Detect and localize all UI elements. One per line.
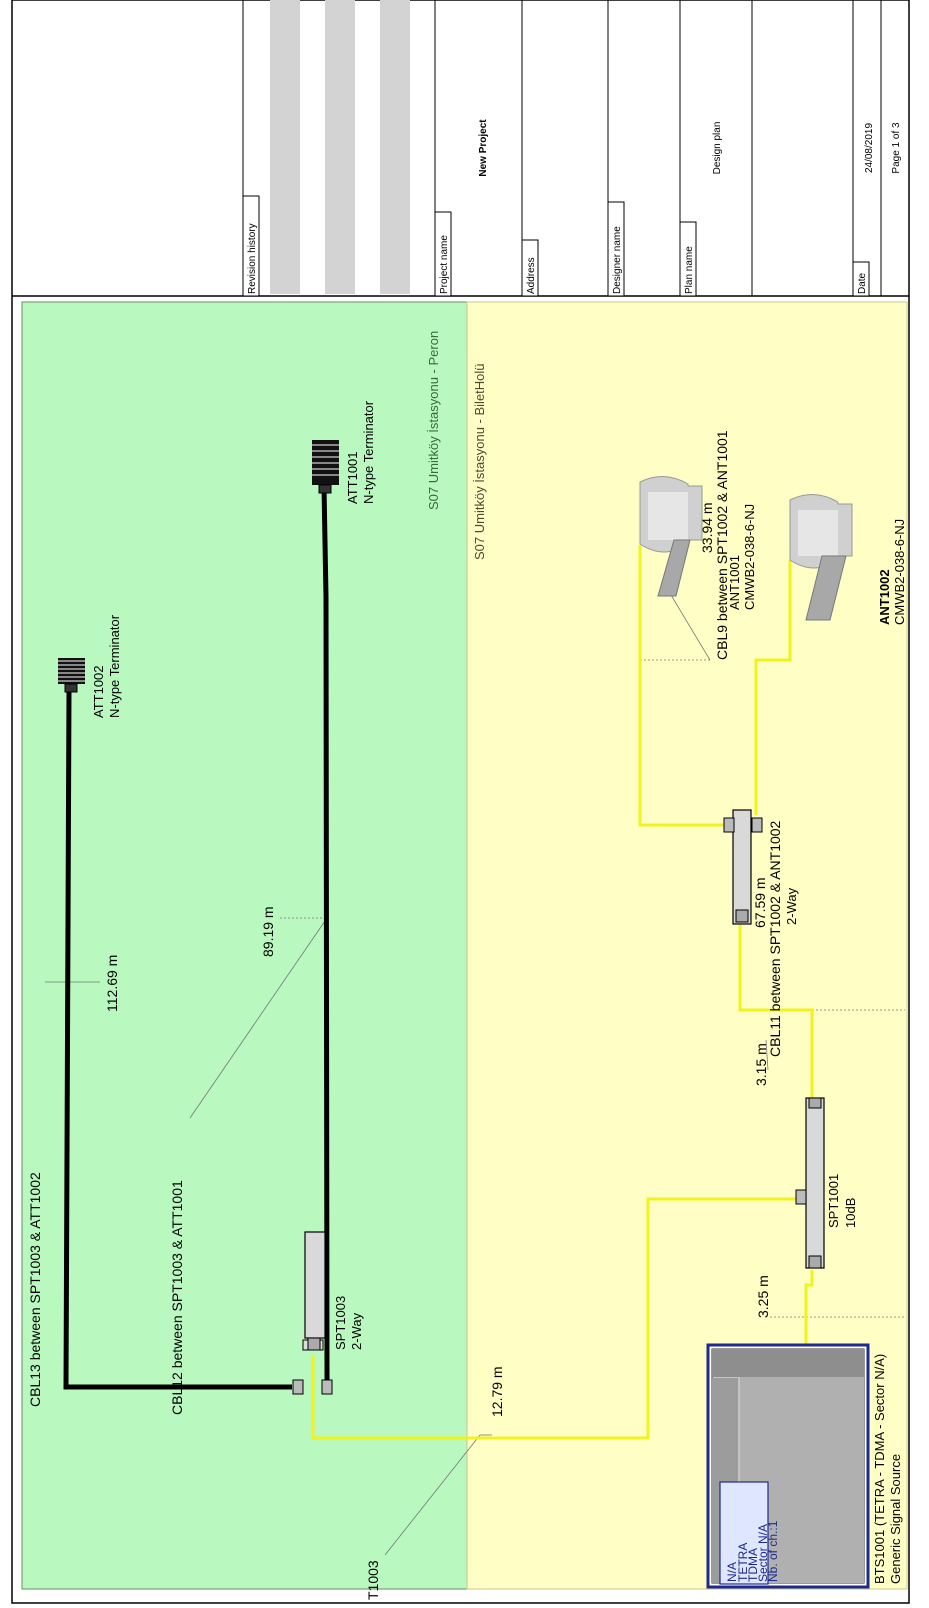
yellow-cables	[311, 545, 814, 1440]
address-label: Address	[526, 257, 537, 294]
cbl11-label: CBL11 between SPT1002 & ANT1002	[767, 820, 783, 1057]
black-cables	[63, 486, 330, 1390]
revision-history-label: Revision history	[247, 223, 258, 294]
cbl12-label: CBL12 between SPT1003 & ATT1001	[169, 1180, 185, 1415]
cbl12-length: 89.19 m	[260, 906, 276, 957]
att1002-type: N-type Terminator	[107, 614, 122, 718]
ant1001-model: CMWB2-038-6-NJ	[742, 504, 757, 610]
att1002-id: ATT1002	[91, 665, 106, 718]
date-value: 24/08/2019	[864, 123, 875, 173]
zone-bilet-label: S07 Umitköy İstasyonu - BiletHolü	[472, 363, 487, 560]
ant1001-antenna-icon	[639, 476, 703, 597]
bts-line-3: TDMA	[746, 1548, 760, 1582]
cbl11-length: 67.59 m	[752, 877, 768, 928]
ant1002-model: CMWB2-038-6-NJ	[892, 519, 907, 625]
spt1002-type: 2-Way	[784, 887, 799, 925]
project-name-value: New Project	[478, 119, 489, 177]
revision-history-stripes	[270, 0, 410, 294]
designer-name-label: Designer name	[612, 226, 623, 294]
bts-line-4: Sector N/A	[756, 1524, 770, 1582]
bts1001-subtitle: Generic Signal Source	[888, 1454, 903, 1584]
bts1001-title: BTS1001 (TETRA - TDMA - Sector N/A)	[872, 1354, 887, 1584]
att1002-terminator-icon	[58, 658, 85, 693]
cable-length-12-79: 12.79 m	[489, 1366, 505, 1417]
att1001-terminator-icon	[312, 440, 339, 494]
leader-lines	[45, 589, 905, 1556]
zone-peron-label: S07 Umitköy İstasyonu - Peron	[426, 331, 441, 510]
bts-line-5: Nb. of ch.:1	[766, 1520, 780, 1582]
title-block: Revision history Project name New Projec…	[12, 0, 909, 297]
bts1001-signal-source-icon	[706, 1343, 870, 1589]
cbl9-length: 33.94 m	[699, 502, 715, 553]
date-label: Date	[857, 272, 868, 294]
spt1001-splitter-icon	[795, 1097, 825, 1269]
cable-length-3-25: 3.25 m	[755, 1275, 771, 1318]
att1001-type: N-type Terminator	[361, 400, 376, 504]
spt1003-type: 2-Way	[349, 1312, 364, 1350]
spt1003-splitter-icon	[292, 1231, 333, 1395]
spt1002-splitter-icon	[723, 809, 763, 925]
zone-peron	[21, 301, 468, 1590]
ant1002-id: ANT1002	[877, 569, 892, 625]
cut-off-cable-label: T1003	[365, 1560, 381, 1600]
bts-line-2: TETRA	[736, 1543, 750, 1582]
cbl9-label: CBL9 between SPT1002 & ANT1001	[714, 430, 730, 660]
plan-name-label: Plan name	[684, 246, 695, 294]
cable-length-3-15: 3.15 m	[753, 1043, 769, 1086]
page-number: Page 1 of 3	[891, 122, 902, 174]
spt1001-id: SPT1001	[826, 1174, 841, 1228]
att1001-id: ATT1001	[345, 451, 360, 504]
ant1002-antenna-icon	[789, 494, 853, 621]
cbl13-length: 112.69 m	[104, 955, 120, 1012]
cbl13-label: CBL13 between SPT1003 & ATT1002	[27, 1172, 43, 1407]
project-name-label: Project name	[439, 235, 450, 294]
plan-name-value: Design plan	[712, 122, 723, 175]
bts-line-1: N/A	[725, 1562, 739, 1582]
spt1003-id: SPT1003	[333, 1296, 348, 1350]
ant1001-id: ANT1001	[727, 555, 742, 610]
spt1001-type: 10dB	[843, 1198, 858, 1228]
